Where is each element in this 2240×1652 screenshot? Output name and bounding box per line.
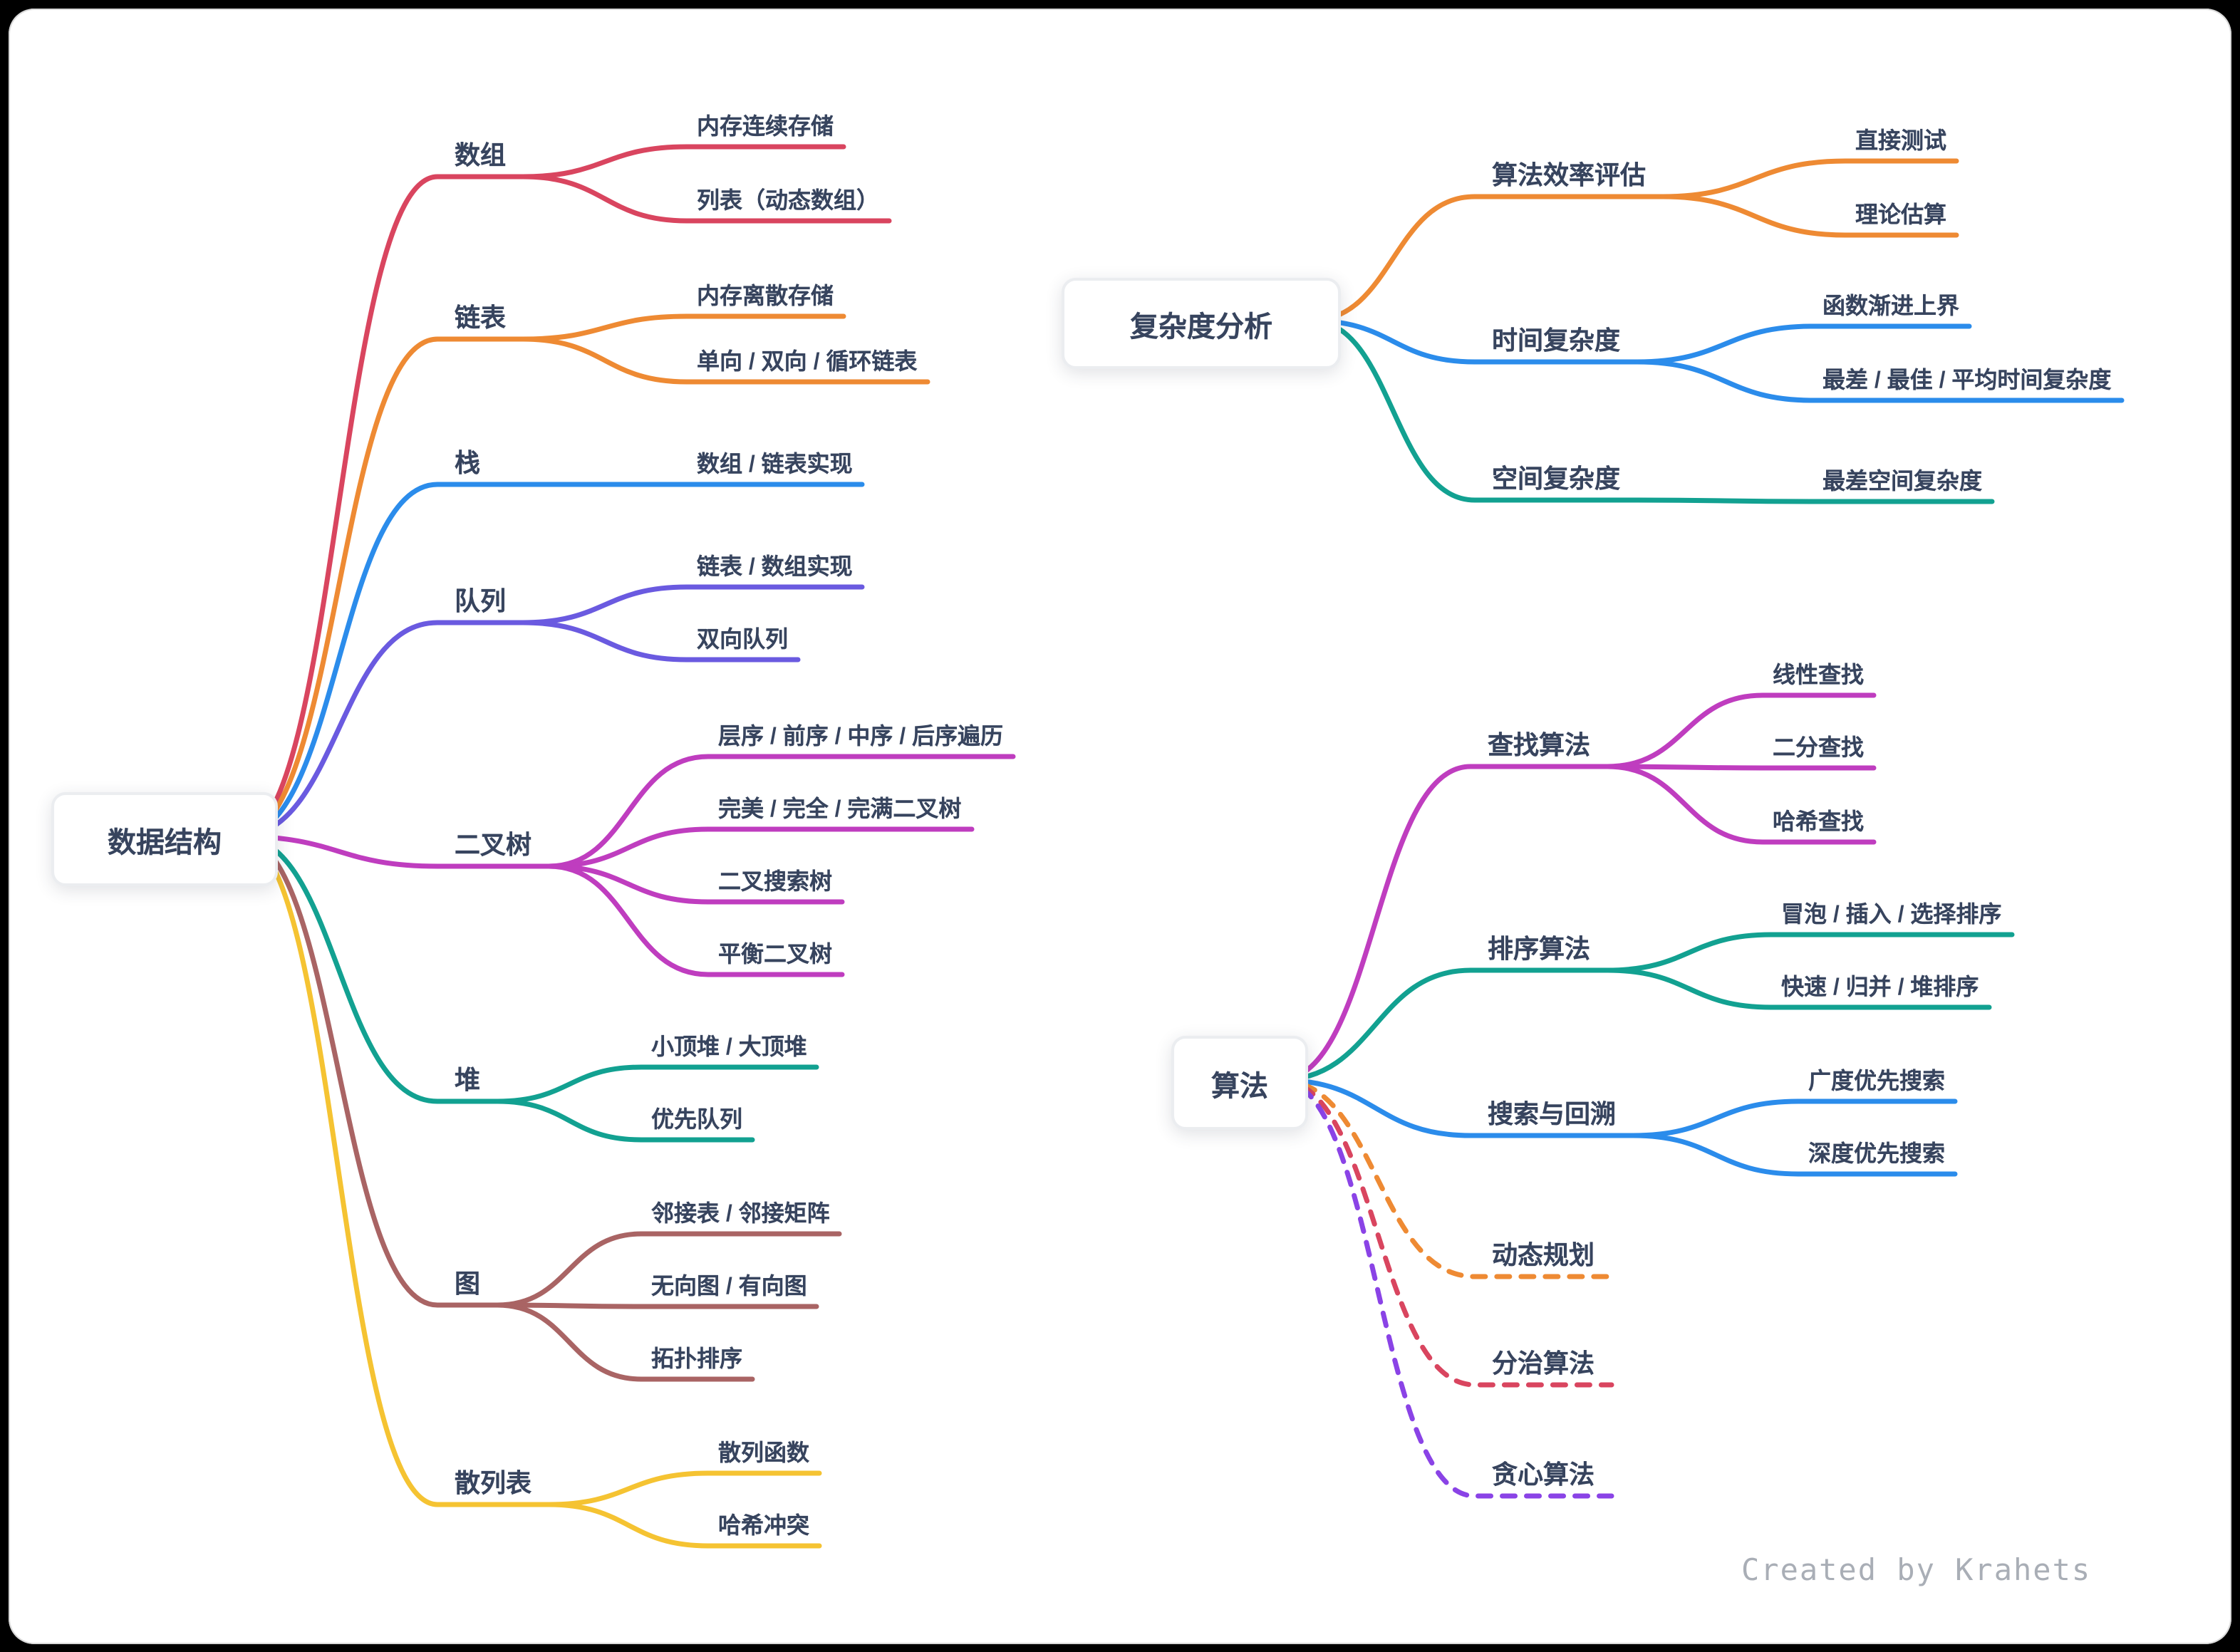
root-complexity-analysis[interactable]: 复杂度分析 <box>1062 278 1341 369</box>
edge <box>1660 194 1959 238</box>
edge <box>520 144 846 180</box>
mindmap-node[interactable]: 列表（动态数组） <box>697 189 880 214</box>
edge <box>1630 1098 1958 1138</box>
mindmap-node[interactable]: 贪心算法 <box>1492 1460 1595 1489</box>
mindmap-node[interactable]: 图 <box>455 1269 480 1298</box>
edge <box>237 833 500 1308</box>
edge <box>1604 932 2015 973</box>
edge <box>1630 1133 1958 1177</box>
mindmap-node[interactable]: 直接测试 <box>1855 130 1947 154</box>
edge <box>1308 318 1640 503</box>
mindmap-node[interactable]: 单向 / 双向 / 循环链表 <box>697 350 918 375</box>
edge <box>1277 1077 1636 1138</box>
mindmap-node[interactable]: 层序 / 前序 / 中序 / 后序遍历 <box>718 725 1004 749</box>
edge <box>1277 967 1610 1083</box>
mindmap-node[interactable]: 数组 / 链表实现 <box>697 453 853 477</box>
edge <box>520 620 801 663</box>
mindmap-node[interactable]: 最差空间复杂度 <box>1822 470 1983 494</box>
mindmap-node[interactable]: 空间复杂度 <box>1492 464 1620 493</box>
mindmap-node[interactable]: 线性查找 <box>1773 664 1865 688</box>
mindmap-node[interactable]: 最差 / 最佳 / 平均时间复杂度 <box>1822 369 2112 393</box>
mindmap-node[interactable]: 二分查找 <box>1773 737 1865 761</box>
edge <box>494 1302 755 1382</box>
edge <box>494 1231 842 1308</box>
edge <box>1660 158 1959 199</box>
edge <box>237 336 526 839</box>
edge <box>546 863 845 905</box>
edge <box>520 584 865 625</box>
mindmap-node[interactable]: 内存离散存储 <box>697 285 834 309</box>
mindmap-node[interactable]: 拓扑排序 <box>651 1348 743 1372</box>
edge <box>237 833 551 1507</box>
mindmap-node[interactable]: 优先队列 <box>651 1108 743 1133</box>
edge <box>1604 692 1877 769</box>
mindmap-node[interactable]: 分治算法 <box>1492 1349 1595 1378</box>
edge <box>1634 323 1972 365</box>
edge <box>494 1302 819 1309</box>
mindmap-node[interactable]: 栈 <box>455 449 480 477</box>
edge <box>546 754 1016 869</box>
edge <box>1277 764 1610 1083</box>
mindmap-node[interactable]: 广度优先搜索 <box>1808 1070 1946 1094</box>
mindmap-node[interactable]: 平衡二叉树 <box>718 943 833 967</box>
root-data-structures[interactable]: 数据结构 <box>51 792 278 886</box>
mindmap-node[interactable]: 冒泡 / 插入 / 选择排序 <box>1781 903 2002 928</box>
mindmap-node[interactable]: 哈希查找 <box>1773 811 1865 835</box>
mindmap-node[interactable]: 散列表 <box>455 1469 532 1497</box>
mindmap-node[interactable]: 链表 / 数组实现 <box>697 556 853 580</box>
mindmap-node[interactable]: 堆 <box>455 1066 480 1094</box>
edge <box>520 174 892 224</box>
mindmap-node[interactable]: 算法效率评估 <box>1492 161 1646 189</box>
mindmap-node[interactable]: 哈希冲突 <box>718 1515 810 1539</box>
mindmap-node[interactable]: 二叉搜索树 <box>718 871 833 895</box>
mindmap-node[interactable]: 链表 <box>455 303 506 332</box>
edge <box>494 1064 819 1104</box>
edge <box>1634 359 2125 403</box>
mindmap-node[interactable]: 完美 / 完全 / 完满二叉树 <box>718 798 962 822</box>
edge <box>494 1098 755 1143</box>
mindmap-node[interactable]: 数组 <box>455 141 506 170</box>
edge <box>546 863 845 977</box>
mindmap-node[interactable]: 内存连续存储 <box>697 115 834 140</box>
edge <box>1308 194 1666 323</box>
edge <box>1634 497 1995 504</box>
mindmap-node[interactable]: 搜索与回溯 <box>1488 1100 1616 1128</box>
mindmap-node[interactable]: 函数渐进上界 <box>1822 295 1960 319</box>
mindmap-node[interactable]: 散列函数 <box>718 1442 810 1466</box>
edge <box>546 826 975 869</box>
mindmap-node[interactable]: 理论估算 <box>1855 204 1947 228</box>
mindmap-node[interactable]: 查找算法 <box>1488 731 1590 759</box>
edge <box>546 1502 822 1549</box>
edge <box>237 620 526 839</box>
mindmap-node[interactable]: 快速 / 归并 / 堆排序 <box>1781 976 1979 1000</box>
edge <box>1604 764 1877 845</box>
mindmap-node[interactable]: 时间复杂度 <box>1492 326 1620 355</box>
mindmap-node[interactable]: 深度优先搜索 <box>1808 1143 1946 1167</box>
edge <box>520 313 846 342</box>
mindmap-node[interactable]: 无向图 / 有向图 <box>651 1275 807 1299</box>
edge <box>1277 1077 1614 1279</box>
mindmap-node[interactable]: 小顶堆 / 大顶堆 <box>651 1036 807 1060</box>
edge <box>1604 967 1992 1010</box>
edge <box>546 1470 822 1507</box>
mindmap-node[interactable]: 排序算法 <box>1488 935 1590 963</box>
edge <box>1604 764 1877 771</box>
edge <box>520 336 930 385</box>
mindmap-node[interactable]: 双向队列 <box>697 628 789 653</box>
edge <box>1277 1077 1614 1388</box>
watermark: Created by Krahets <box>1741 1553 2092 1587</box>
mindmap-node[interactable]: 邻接表 / 邻接矩阵 <box>651 1202 830 1227</box>
root-algorithms[interactable]: 算法 <box>1171 1036 1308 1130</box>
edge <box>237 482 500 839</box>
mindmap-node[interactable]: 动态规划 <box>1492 1241 1595 1269</box>
edge <box>237 174 526 839</box>
mindmap-node[interactable]: 二叉树 <box>455 831 532 859</box>
edge <box>1277 1077 1614 1499</box>
mindmap-node[interactable]: 队列 <box>455 587 506 615</box>
